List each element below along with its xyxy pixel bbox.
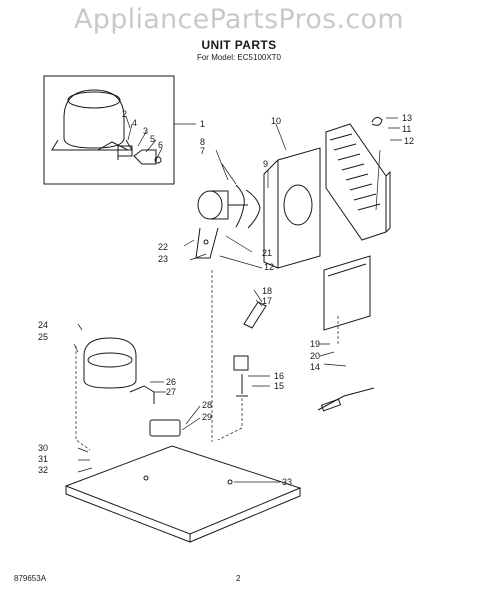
callout-29: 29 — [202, 412, 212, 422]
callout-3: 3 — [143, 126, 148, 136]
callout-6: 6 — [158, 140, 163, 150]
document-code: 879653A — [14, 574, 47, 583]
callout-10: 10 — [271, 116, 281, 126]
callout-28: 28 — [202, 400, 212, 410]
callout-25: 25 — [38, 332, 48, 342]
callout-9: 9 — [263, 159, 268, 169]
callout-7: 7 — [200, 146, 205, 156]
condenser-coil — [325, 116, 391, 241]
callout-2: 2 — [122, 109, 127, 119]
callout-14: 14 — [310, 362, 320, 372]
callout-12-coil: 12 — [404, 136, 414, 146]
callout-20: 20 — [310, 351, 320, 361]
callout-8: 8 — [200, 137, 205, 147]
callout-27: 27 — [166, 387, 176, 397]
callout-33: 33 — [282, 477, 292, 487]
callout-22: 22 — [158, 242, 168, 252]
callout-5: 5 — [150, 134, 155, 144]
callout-11: 11 — [402, 124, 411, 134]
callout-19: 19 — [310, 339, 320, 349]
callout-17: 17 — [262, 296, 272, 306]
callout-26: 26 — [166, 377, 176, 387]
watermark: AppliancePartsPros.com — [74, 4, 404, 35]
callout-23: 23 — [158, 254, 168, 264]
callout-1: 1 — [200, 119, 205, 129]
callout-16: 16 — [274, 371, 284, 381]
callout-12-bracket: 12 — [264, 262, 274, 272]
page-number: 2 — [236, 574, 241, 583]
callout-4: 4 — [132, 118, 137, 128]
callout-24: 24 — [38, 320, 48, 330]
callout-32: 32 — [38, 465, 48, 475]
thermostat-parts — [233, 301, 375, 412]
compressor-inset — [43, 75, 175, 185]
evaporator-panel — [323, 255, 371, 331]
leader-lines — [73, 115, 402, 483]
callout-13: 13 — [402, 113, 412, 123]
base-pan — [64, 445, 302, 543]
callout-15: 15 — [274, 381, 284, 391]
compressor-lower — [83, 337, 181, 437]
fan-shroud — [263, 147, 321, 269]
callout-labels: 1 2 3 4 5 6 7 8 9 10 11 12 12 13 14 15 1… — [38, 109, 414, 487]
fan-motor-assembly — [195, 184, 261, 259]
callout-18: 18 — [262, 286, 272, 296]
dashed-guides — [75, 270, 339, 451]
callout-30: 30 — [38, 443, 48, 453]
model-subtitle: For Model: EC5100XT0 — [196, 53, 282, 62]
callout-31: 31 — [38, 454, 48, 464]
callout-21: 21 — [262, 248, 272, 258]
page-title: UNIT PARTS — [201, 38, 277, 52]
